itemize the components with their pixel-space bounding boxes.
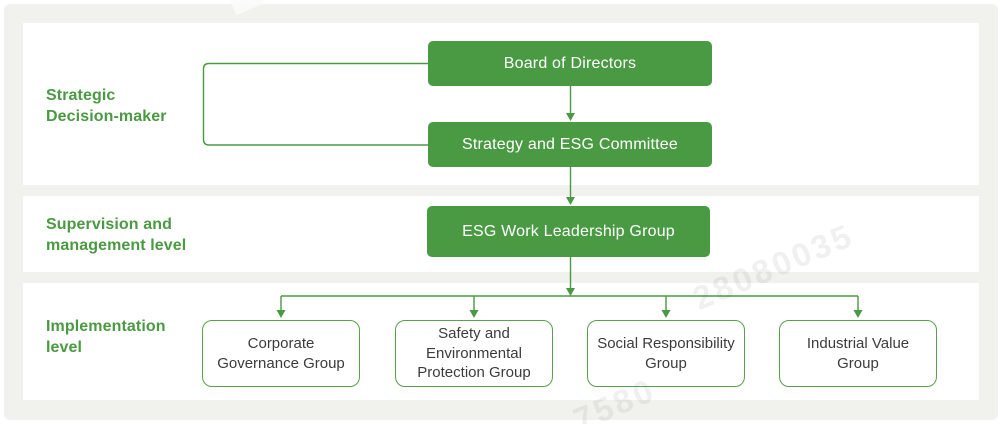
level-label-supervision: Supervision and management level — [46, 216, 187, 255]
node-board-of-directors: Board of Directors — [428, 41, 712, 86]
level-label-implementation: Implementation level — [46, 318, 166, 357]
level-label-strategic: Strategic Decision-maker — [46, 87, 167, 126]
node-corporate-governance-group: Corporate Governance Group — [202, 320, 360, 387]
node-industrial-value-group: Industrial Value Group — [779, 320, 937, 387]
node-safety-environmental-protection-group: Safety and Environmental Protection Grou… — [395, 320, 553, 387]
node-social-responsibility-group: Social Responsibility Group — [587, 320, 745, 387]
node-esg-work-leadership-group: ESG Work Leadership Group — [427, 206, 710, 257]
node-strategy-esg-committee: Strategy and ESG Committee — [428, 122, 712, 167]
